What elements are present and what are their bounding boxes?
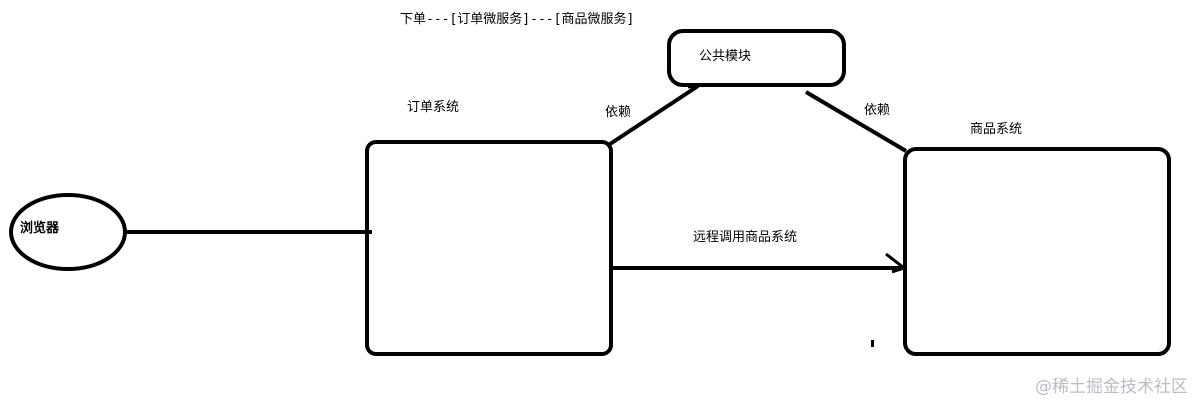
remote-call-arrowhead: [885, 252, 908, 274]
order-system-box: [365, 140, 613, 356]
diagram-title: 下单---[订单微服务]---[商品微服务]: [400, 12, 635, 27]
order-dependency-edge: [605, 84, 700, 148]
product-dependency-label: 依赖: [864, 103, 891, 118]
order-system-label: 订单系统: [407, 100, 460, 115]
stray-dot: [871, 340, 874, 347]
remote-call-label: 远程调用商品系统: [693, 230, 798, 245]
common-module-box: [667, 29, 846, 87]
product-system-label: 商品系统: [970, 122, 1023, 137]
order-dependency-arrowhead: [687, 83, 705, 89]
product-dependency-edge: [804, 90, 908, 153]
product-system-box: [903, 147, 1171, 356]
browser-label: 浏览器: [20, 221, 60, 236]
watermark: @稀土掘金技术社区: [1035, 377, 1188, 397]
order-dependency-label: 依赖: [605, 105, 632, 120]
common-module-label: 公共模块: [699, 49, 752, 64]
